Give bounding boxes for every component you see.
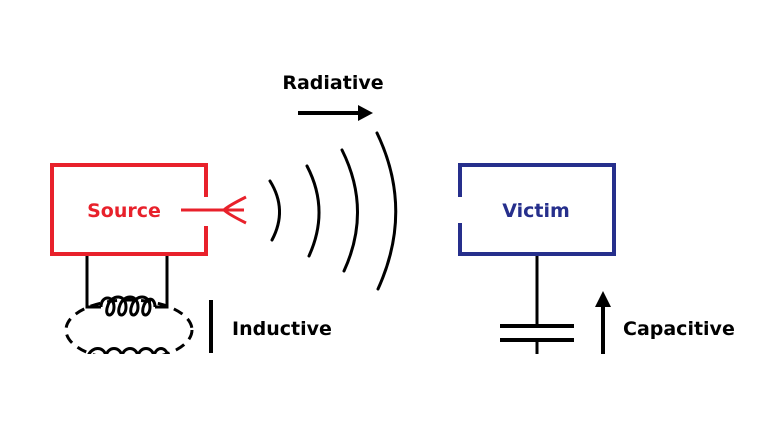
coupling-boundary (64, 298, 194, 362)
primary-lead (85, 256, 101, 309)
primary-coil (99, 295, 157, 317)
capacitive-label: Capacitive (623, 318, 735, 340)
radiated-waves (268, 131, 398, 291)
radiative-label: Radiative (282, 72, 383, 94)
wave-3 (340, 148, 359, 273)
victim-block: Victim (458, 163, 616, 256)
victim-label: Victim (502, 200, 570, 222)
wave-2 (305, 164, 321, 258)
primary-lead-2 (155, 256, 169, 309)
inductive-label: Inductive (232, 318, 332, 340)
capacitive-arrow (595, 291, 611, 354)
bottom-crop (0, 354, 767, 424)
secondary-coil (86, 347, 170, 357)
radiative-arrow (298, 105, 373, 121)
inductive-coupling (64, 256, 213, 362)
capacitive-coupling (500, 256, 574, 354)
source-label: Source (87, 200, 161, 222)
victim-box (458, 163, 616, 256)
source-antenna (181, 195, 247, 225)
wave-4 (375, 131, 398, 291)
wave-1 (268, 179, 282, 242)
source-block: Source (50, 163, 247, 256)
source-box (50, 163, 208, 256)
